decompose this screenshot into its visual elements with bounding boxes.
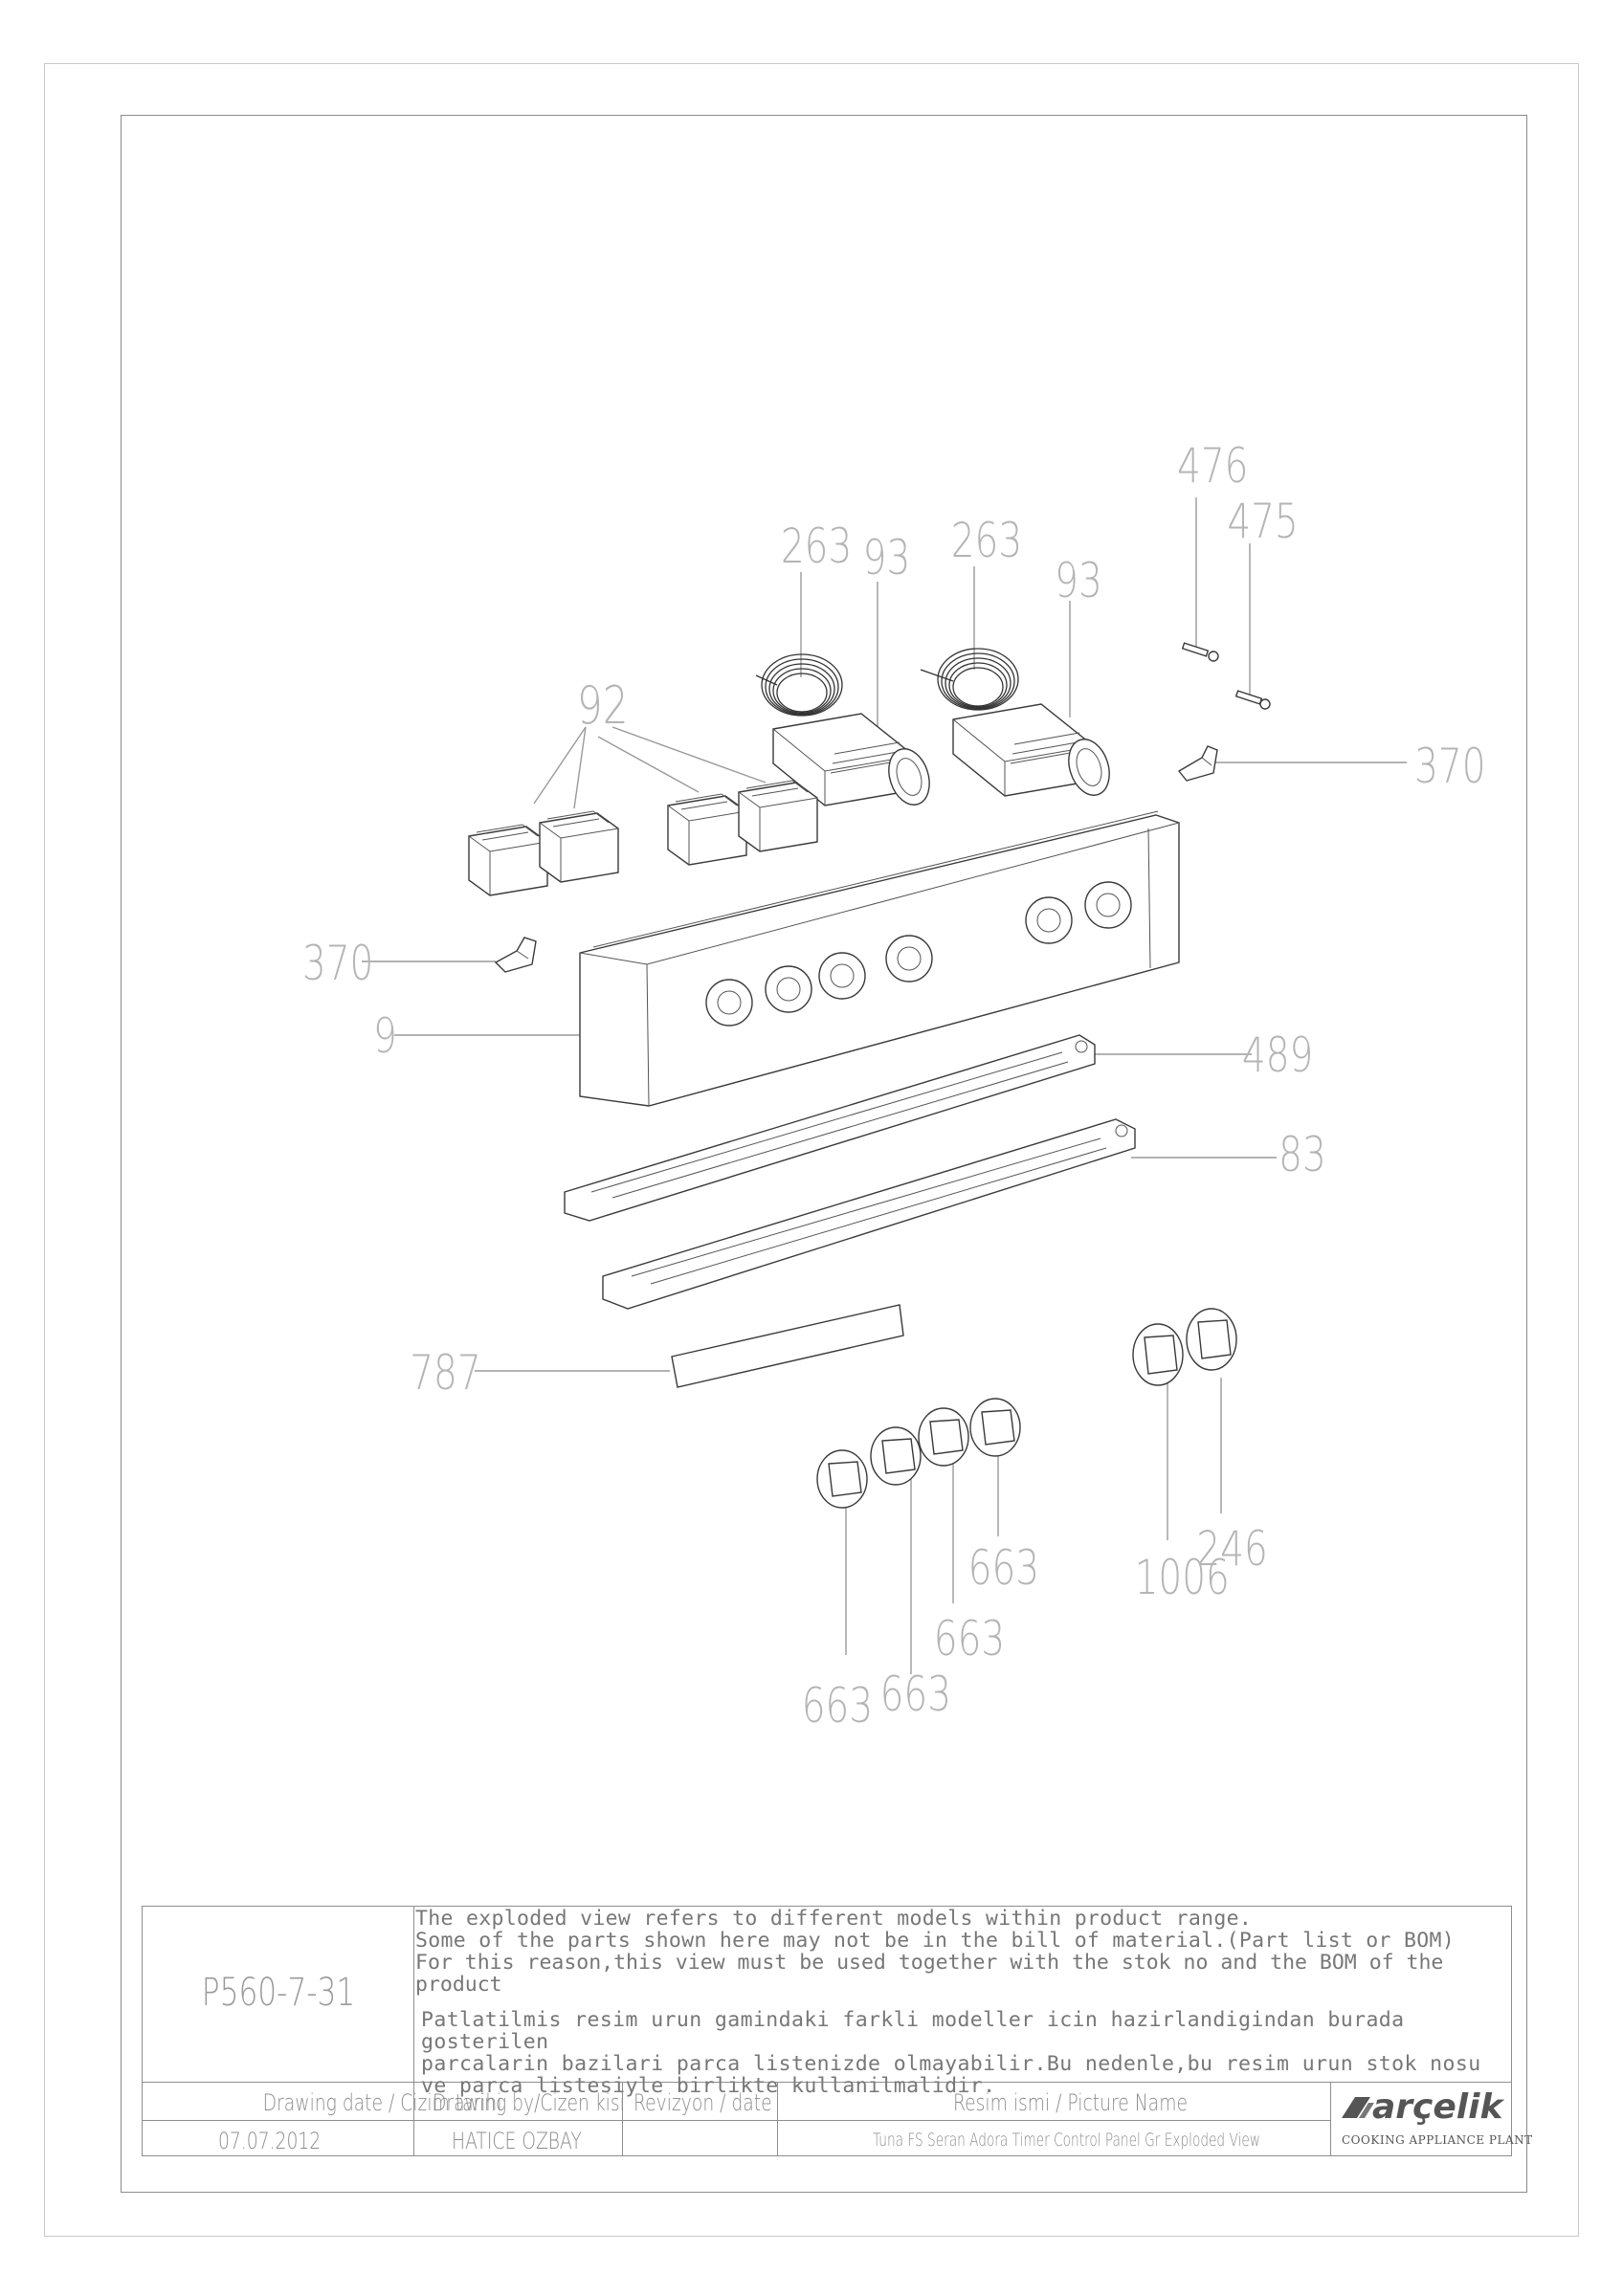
drawing-date-value: 07.07.2012 bbox=[218, 2128, 322, 2154]
note-tr-line-1: Patlatilmis resim urun gamindaki farkli … bbox=[421, 2008, 1405, 2054]
label-246: 246 bbox=[1196, 1520, 1267, 1577]
capillary-coil-263-left bbox=[755, 653, 843, 717]
energy-regulator-92-3 bbox=[667, 793, 747, 866]
label-476: 476 bbox=[1177, 437, 1248, 494]
note-en-line-3: For this reason,this view must be used t… bbox=[415, 1951, 1444, 1997]
label-83: 83 bbox=[1278, 1126, 1326, 1182]
label-93-left: 93 bbox=[863, 529, 911, 585]
control-panel-9 bbox=[579, 810, 1180, 1107]
note-turkish: Patlatilmis resim urun gamindaki farkli … bbox=[421, 2009, 1512, 2097]
note-tr-line-2: parcalarin bazilari parca listenizde olm… bbox=[421, 2052, 1481, 2076]
note-en-line-1: The exploded view refers to different mo… bbox=[415, 1907, 1253, 1931]
revision-header: Revizyon / date bbox=[634, 2089, 772, 2116]
label-787: 787 bbox=[410, 1344, 480, 1401]
label-92: 92 bbox=[577, 676, 629, 736]
brand-plant: COOKING APPLIANCE PLANT bbox=[1342, 2133, 1533, 2147]
note-en-line-2: Some of the parts shown here may not be … bbox=[415, 1929, 1456, 1953]
title-block-row-line bbox=[142, 2082, 1512, 2084]
energy-regulator-92-1 bbox=[468, 824, 548, 896]
selector-switch-93-right bbox=[952, 703, 1110, 797]
clip-370-right bbox=[1177, 745, 1218, 782]
knob-663-4 bbox=[969, 1398, 1021, 1457]
picture-name-header: Resim ismi / Picture Name bbox=[953, 2089, 1188, 2116]
brand-swoosh-icon bbox=[1342, 2097, 1374, 2118]
panel-strip-489 bbox=[564, 1034, 1096, 1222]
note-tr-line-3: ve parca listesiyle birlikte kullanilmal… bbox=[421, 2074, 996, 2098]
brand-name: arçelik bbox=[1372, 2087, 1503, 2127]
screw-476 bbox=[1181, 642, 1219, 662]
knob-246 bbox=[1186, 1308, 1237, 1371]
outer-border bbox=[44, 63, 1579, 2237]
title-block-row-line-2 bbox=[142, 2120, 1330, 2122]
label-9: 9 bbox=[373, 1007, 397, 1064]
brand-logo: arçelik COOKING APPLIANCE PLANT bbox=[1334, 2087, 1532, 2154]
capillary-coil-263-right bbox=[920, 648, 1019, 711]
drawing-code: P560-7-31 bbox=[201, 1971, 356, 2015]
knob-1006 bbox=[1132, 1323, 1184, 1386]
title-block bbox=[142, 1906, 1512, 2156]
label-263-right: 263 bbox=[951, 512, 1022, 568]
drawing-date-header: Drawing date / Cizim tarihi bbox=[262, 2089, 502, 2116]
label-370-right: 370 bbox=[1414, 738, 1485, 794]
label-263-left: 263 bbox=[781, 518, 852, 574]
col-div-1 bbox=[622, 2082, 624, 2156]
label-1006: 1006 bbox=[1135, 1549, 1230, 1605]
knob-663-1 bbox=[816, 1449, 868, 1509]
knob-663-3 bbox=[918, 1407, 969, 1467]
label-475: 475 bbox=[1227, 493, 1298, 549]
label-663-3: 663 bbox=[934, 1610, 1005, 1667]
panel-strip-83 bbox=[602, 1118, 1136, 1310]
label-663-2: 663 bbox=[880, 1666, 951, 1722]
selector-switch-93-left bbox=[772, 713, 930, 806]
label-663-4: 663 bbox=[968, 1539, 1039, 1596]
label-93-right: 93 bbox=[1055, 552, 1102, 608]
clip-370-left bbox=[494, 937, 537, 973]
knob-663-2 bbox=[870, 1426, 922, 1486]
col-div-3 bbox=[1330, 2082, 1332, 2156]
leader-lines bbox=[362, 497, 1407, 1674]
energy-regulator-92-4 bbox=[738, 780, 818, 852]
screw-475 bbox=[1234, 690, 1271, 710]
label-663-1: 663 bbox=[802, 1677, 873, 1733]
part-labels: 476 475 263 93 263 93 92 370 370 9 489 8… bbox=[302, 437, 1486, 1733]
col-div-2 bbox=[777, 2082, 779, 2156]
picture-name-value: Tuna FS Seran Adora Timer Control Panel … bbox=[873, 2130, 1260, 2151]
title-block-divider bbox=[413, 1906, 415, 2156]
label-787 bbox=[671, 1304, 904, 1388]
energy-regulator-92-2 bbox=[539, 810, 619, 883]
inner-border bbox=[121, 115, 1527, 2193]
label-370-left: 370 bbox=[302, 935, 373, 991]
drawing-by-header: Drawing by/Cizen kisi bbox=[433, 2089, 625, 2116]
drawing-by-value: HATICE OZBAY bbox=[452, 2128, 582, 2154]
note-english: The exploded view refers to different mo… bbox=[415, 1908, 1510, 1996]
label-489: 489 bbox=[1242, 1027, 1313, 1083]
